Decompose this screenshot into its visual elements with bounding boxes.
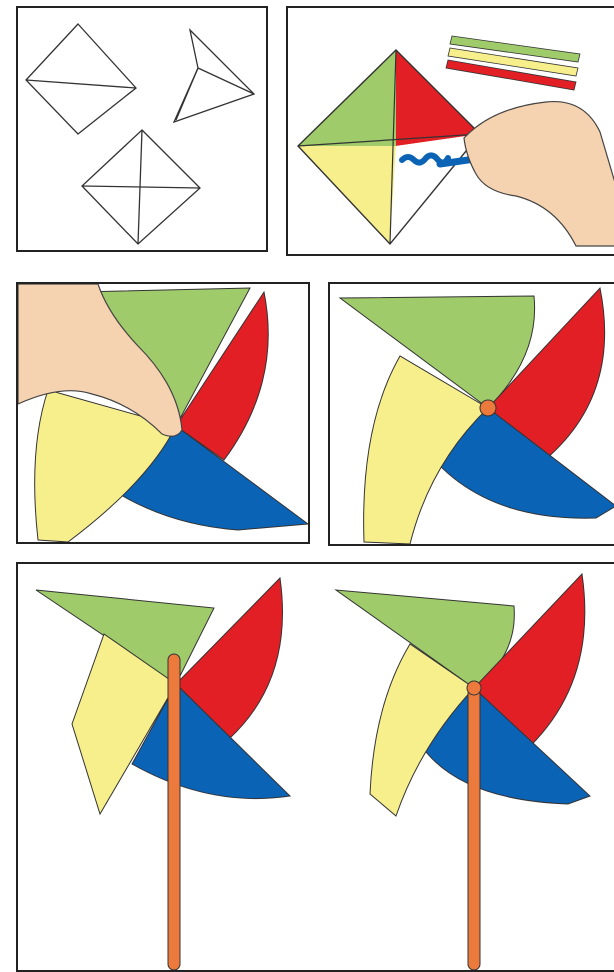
step-5-panel: [16, 562, 614, 972]
folding-corners-icon: [18, 284, 308, 542]
crayons-icon: [445, 35, 581, 91]
step-4-panel: [328, 282, 614, 546]
finished-pinwheel-icon: [334, 572, 591, 970]
hand-icon: [436, 100, 614, 247]
step-3-panel: [16, 282, 310, 544]
coloring-square-icon: [297, 35, 614, 247]
step-2-panel: [286, 6, 614, 256]
folded-paper-shapes-icon: [25, 23, 256, 245]
pinned-pinwheel-icon: [338, 286, 614, 544]
step-1-panel: [16, 6, 268, 252]
pinwheel-on-stick-icon: [35, 576, 292, 970]
